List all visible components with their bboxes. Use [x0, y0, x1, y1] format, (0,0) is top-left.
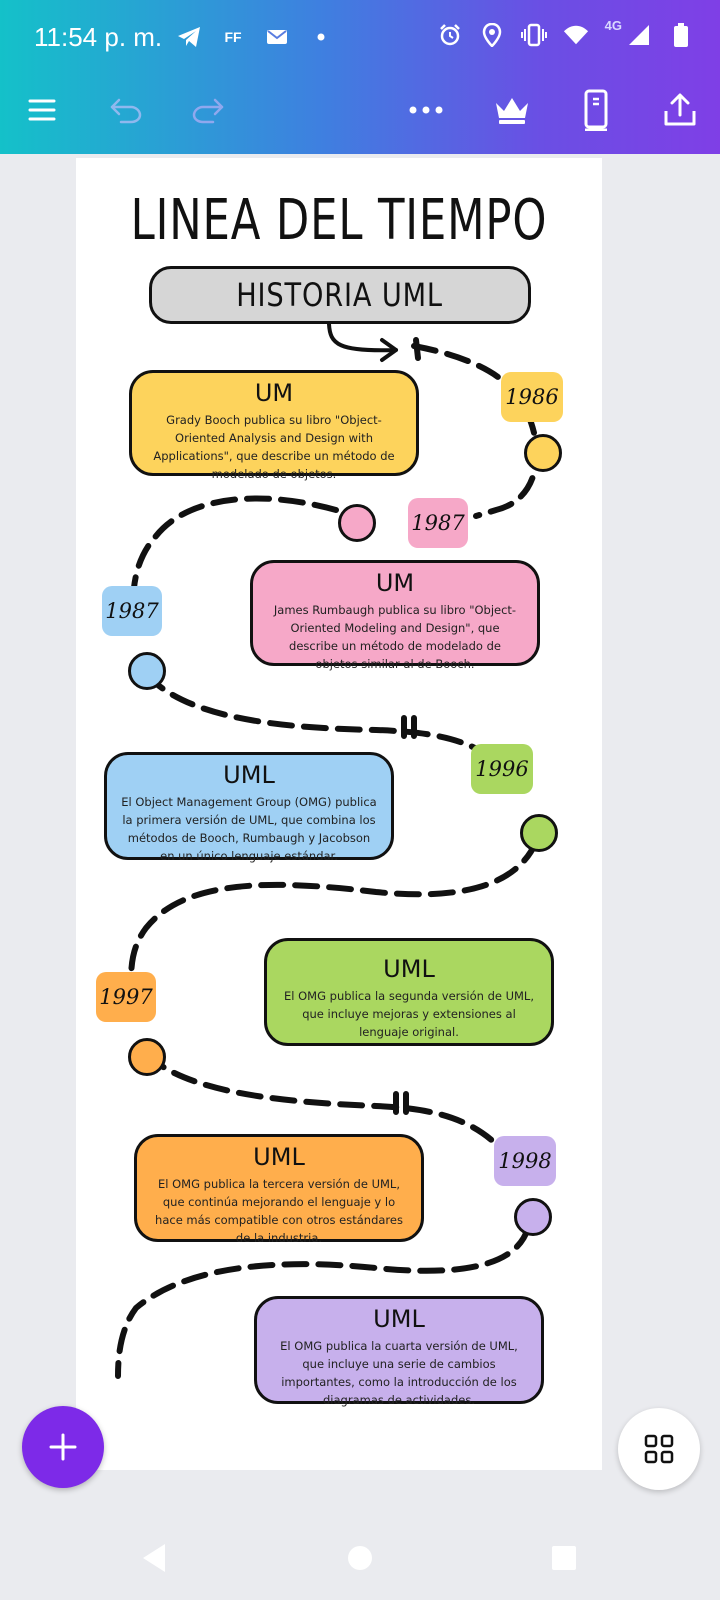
event-text: Grady Booch publica su libro "Object-Ori…	[153, 413, 395, 481]
menu-icon	[28, 99, 56, 121]
more-button[interactable]	[402, 86, 450, 134]
design-canvas[interactable]: LINEA DEL TIEMPO HISTORIA UML UM Grady B…	[76, 158, 602, 1470]
crown-icon	[496, 98, 528, 124]
more-icon	[409, 106, 443, 114]
ff-icon: FF	[224, 29, 242, 45]
event-card-1987-pink[interactable]: UM James Rumbaugh publica su libro "Obje…	[250, 560, 540, 671]
year-label-1987-pink: 1987	[408, 498, 468, 548]
timeline-dot-1998	[514, 1198, 552, 1236]
event-text: El Object Management Group (OMG) publica…	[121, 795, 377, 863]
timeline-path	[115, 322, 540, 1379]
plus-icon	[49, 1433, 77, 1461]
design-subtitle: HISTORIA UML	[236, 276, 444, 314]
premium-button[interactable]	[488, 86, 536, 134]
year-label-1996: 1996	[471, 744, 533, 794]
menu-button[interactable]	[18, 86, 66, 134]
timeline-dot-1987-blue	[128, 652, 166, 690]
design-title: LINEA DEL TIEMPO	[130, 188, 548, 253]
redo-button[interactable]	[184, 86, 232, 134]
year-label-1997: 1997	[96, 972, 156, 1022]
nav-recents-button[interactable]	[544, 1538, 584, 1578]
event-card-1998[interactable]: UML El OMG publica la cuarta versión de …	[254, 1296, 544, 1407]
dot-icon	[308, 24, 334, 50]
event-text: El OMG publica la tercera versión de UML…	[155, 1177, 403, 1245]
nav-back-button[interactable]	[134, 1538, 174, 1578]
share-button[interactable]	[656, 86, 704, 134]
year-label-1987-blue: 1987	[102, 586, 162, 636]
event-heading: UM	[254, 379, 294, 407]
event-heading: UML	[383, 955, 435, 983]
add-element-button[interactable]	[22, 1406, 104, 1488]
share-icon	[664, 93, 696, 126]
undo-icon	[110, 98, 142, 124]
location-icon	[479, 22, 505, 48]
status-right-icons: 4G	[437, 18, 694, 48]
network-type: 4G	[604, 17, 622, 33]
year-label-1998: 1998	[494, 1136, 556, 1186]
event-heading: UM	[375, 569, 415, 597]
redo-icon	[192, 98, 224, 124]
undo-button[interactable]	[102, 86, 150, 134]
timeline-dot-1997	[128, 1038, 166, 1076]
timeline-dot-1987-pink	[338, 504, 376, 542]
system-nav-bar	[0, 1520, 720, 1600]
wifi-icon	[563, 22, 589, 48]
device-preview-button[interactable]	[572, 86, 620, 134]
vibrate-icon	[520, 22, 547, 48]
event-heading: UML	[223, 761, 275, 789]
event-heading: UML	[373, 1305, 425, 1333]
pages-grid-button[interactable]	[618, 1408, 700, 1490]
event-card-1986[interactable]: UM Grady Booch publica su libro "Object-…	[129, 370, 419, 481]
recents-icon	[552, 1546, 576, 1570]
mail-icon	[264, 24, 290, 50]
telegram-icon	[176, 24, 202, 50]
phone-icon	[584, 89, 608, 131]
event-card-1996[interactable]: UML El OMG publica la segunda versión de…	[264, 938, 554, 1046]
app-header: 11:54 p. m. FF 4G	[0, 0, 720, 154]
battery-icon	[668, 22, 694, 48]
year-label-1986: 1986	[501, 372, 563, 422]
event-text: James Rumbaugh publica su libro "Object-…	[273, 603, 517, 671]
alarm-icon	[437, 22, 463, 48]
status-time: 11:54 p. m.	[34, 22, 163, 52]
status-left-icons: FF	[176, 24, 334, 50]
event-text: El OMG publica la segunda versión de UML…	[283, 989, 534, 1039]
event-card-1987-blue[interactable]: UML El Object Management Group (OMG) pub…	[104, 752, 394, 863]
timeline-dot-1986	[524, 434, 562, 472]
design-subtitle-box: HISTORIA UML	[149, 266, 531, 324]
event-text: El OMG publica la cuarta versión de UML,…	[280, 1339, 518, 1407]
home-icon	[348, 1546, 372, 1570]
event-card-1997[interactable]: UML El OMG publica la tercera versión de…	[134, 1134, 424, 1245]
nav-home-button[interactable]	[340, 1538, 380, 1578]
grid-icon	[644, 1434, 674, 1464]
signal-icon	[626, 22, 652, 48]
timeline-dot-1996	[520, 814, 558, 852]
event-heading: UML	[253, 1143, 305, 1171]
back-icon	[143, 1544, 165, 1572]
